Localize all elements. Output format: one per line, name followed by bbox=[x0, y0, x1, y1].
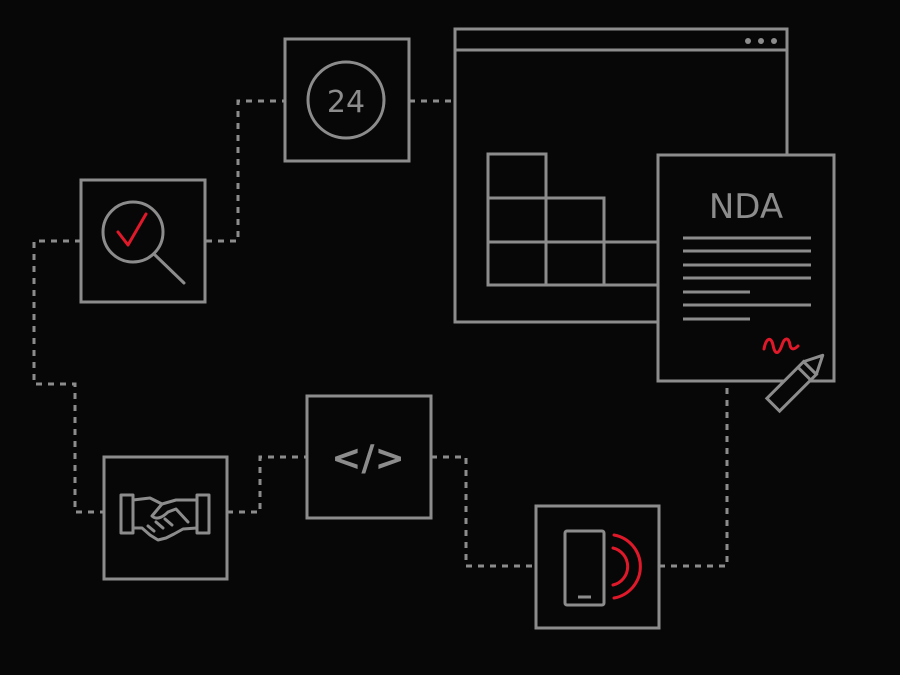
grid-blocks bbox=[486, 152, 660, 287]
node-mobile bbox=[534, 504, 661, 630]
node-handshake bbox=[102, 455, 229, 581]
connector-code-mobile bbox=[431, 455, 536, 568]
clock-24-icon: 24 bbox=[306, 60, 386, 140]
connectors bbox=[32, 99, 729, 568]
document-title: NDA bbox=[709, 187, 783, 227]
signed-document-icon: NDA bbox=[656, 153, 836, 414]
handshake-icon bbox=[119, 493, 211, 542]
signature bbox=[762, 337, 800, 354]
document-text-lines bbox=[683, 236, 811, 321]
node-code: </> bbox=[305, 394, 433, 520]
connector-inspect-handshake bbox=[32, 239, 104, 514]
connector-handshake-code bbox=[227, 455, 307, 514]
code-brackets-icon: </> bbox=[331, 438, 404, 479]
magnifier-check-icon bbox=[101, 200, 186, 285]
connector-mobile-document bbox=[659, 381, 729, 568]
clock-label: 24 bbox=[327, 85, 365, 120]
dots-menu-icon bbox=[745, 38, 777, 44]
node-clock: 24 bbox=[283, 37, 411, 163]
pen-icon bbox=[764, 353, 825, 414]
node-inspect bbox=[79, 178, 207, 304]
connector-inspect-clock bbox=[206, 99, 285, 243]
phone-signal-icon bbox=[563, 529, 642, 607]
